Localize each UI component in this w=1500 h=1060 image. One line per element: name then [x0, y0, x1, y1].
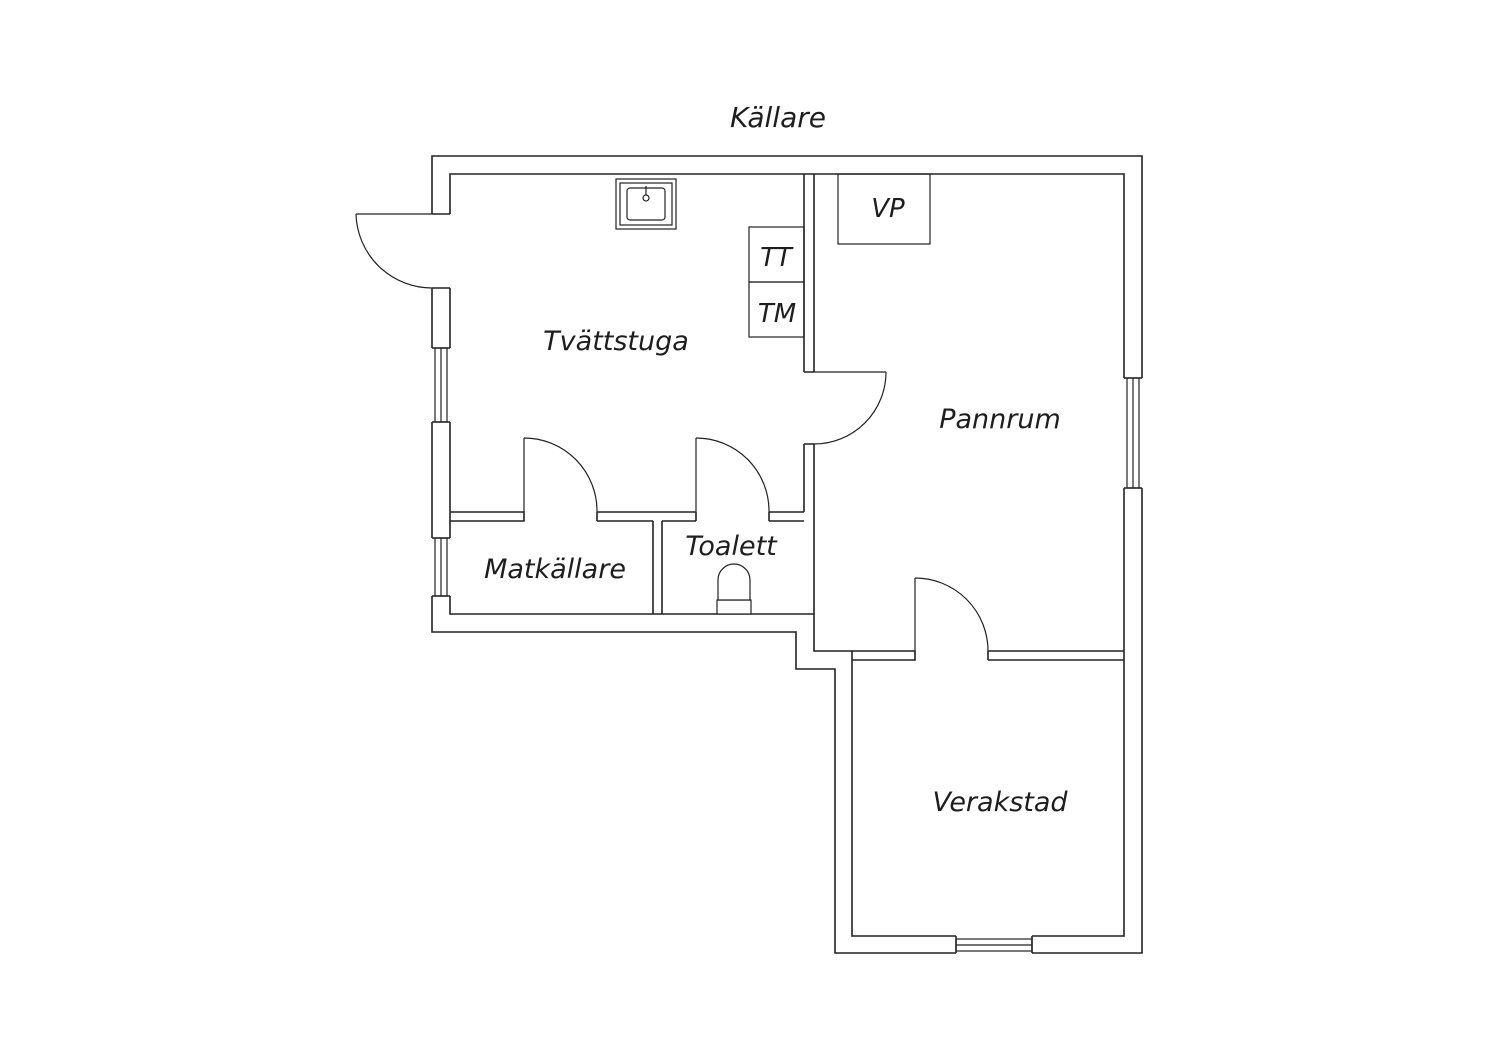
room-toalett: Toalett [685, 531, 778, 562]
door-verkstad [914, 577, 989, 652]
label-tt: TT [760, 243, 794, 273]
room-verkstad: Verakstad [932, 787, 1068, 818]
door-pannrum [813, 371, 887, 445]
wall-pannrum-verkstad [852, 650, 1124, 661]
label-tm: TM [758, 299, 796, 329]
wall-tvatt-pannrum-upper [803, 174, 815, 373]
washing-machine-box [748, 281, 805, 338]
label-vp: VP [871, 194, 905, 224]
window-verkstad [955, 934, 1033, 956]
window-matkallare [430, 537, 452, 597]
door-matkallare [523, 437, 598, 513]
entrance-door [355, 213, 433, 289]
window-pannrum [1122, 377, 1144, 489]
wall-tvatt-pannrum-lower [803, 443, 815, 614]
room-matkallare: Matkällare [484, 554, 626, 585]
room-tvattstuga: Tvättstuga [543, 326, 689, 357]
room-pannrum: Pannrum [939, 404, 1061, 435]
toilet-icon [716, 563, 752, 615]
plan-title: Källare [730, 101, 826, 134]
sink-icon [615, 178, 677, 230]
wall-small-rooms [450, 511, 804, 614]
door-toalett [695, 437, 770, 513]
heat-pump-box [837, 173, 931, 245]
window-tvattstuga [430, 347, 452, 423]
entrance-opening [430, 214, 452, 288]
